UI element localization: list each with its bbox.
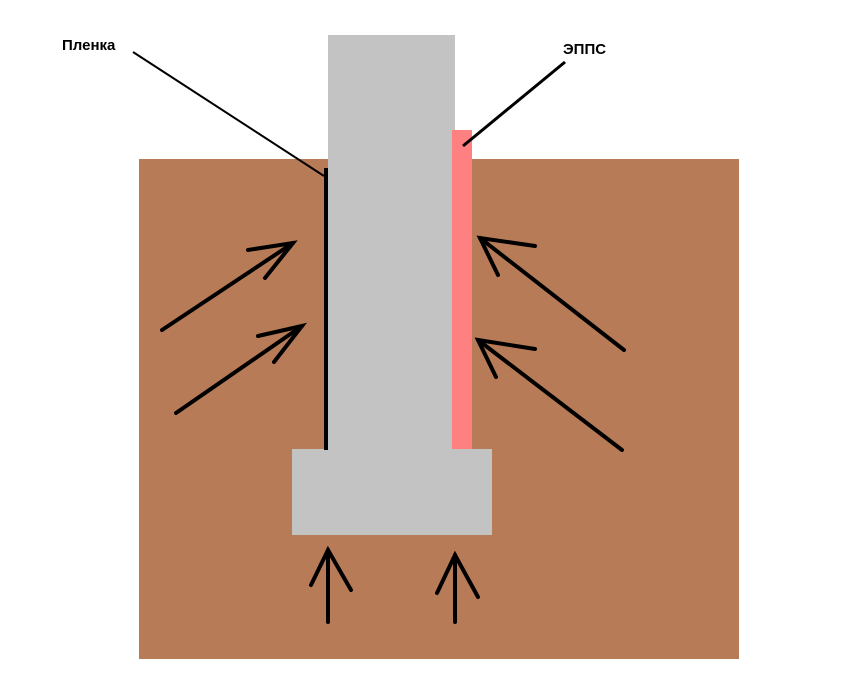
pressure-arrow-right-upper [476, 235, 626, 352]
concrete-column [328, 35, 455, 450]
pressure-arrow-right-lower [474, 337, 624, 452]
concrete-footing [292, 449, 492, 535]
pressure-arrow-left-upper [160, 240, 298, 332]
pressure-arrow-bottom-right [435, 550, 480, 624]
pressure-arrow-bottom-left [309, 545, 353, 624]
epps-leader-line [462, 60, 566, 148]
pressure-arrow-left-lower [174, 322, 308, 415]
epps-insulation [452, 130, 472, 449]
film-leader-line [132, 51, 325, 177]
film-label: Пленка [62, 37, 116, 54]
epps-label: ЭППС [563, 41, 607, 58]
